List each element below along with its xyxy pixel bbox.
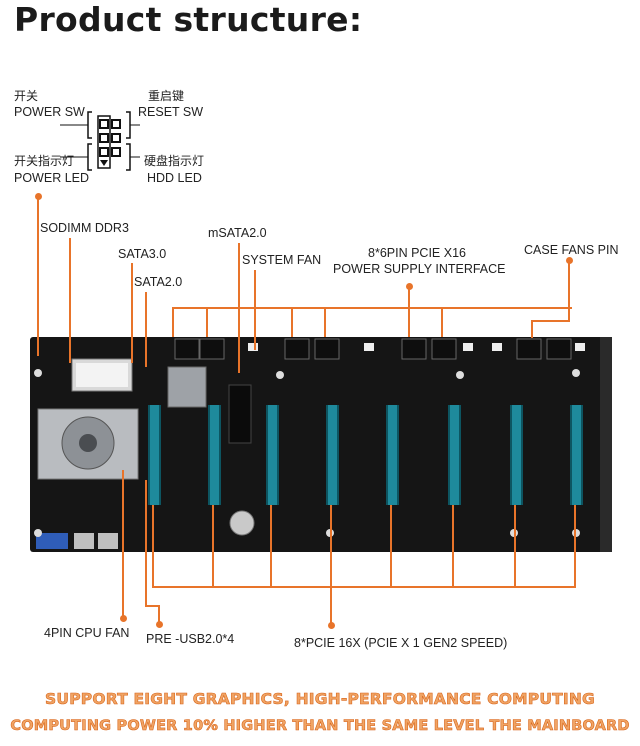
leader-line xyxy=(574,505,576,587)
pcie-slots-label: 8*PCIE 16X (PCIE X 1 GEN2 SPEED) xyxy=(294,636,508,650)
power-sw-cn-label: 开关 xyxy=(14,89,39,103)
page-title: Product structure: xyxy=(14,0,363,39)
leader-line xyxy=(172,307,572,309)
pcie-slot xyxy=(326,405,339,505)
hdd-led-label: HDD LED xyxy=(147,171,202,185)
power-led-cn-label: 开关指示灯 xyxy=(14,154,75,168)
hdd-led-cn-label: 硬盘指示灯 xyxy=(144,154,205,168)
usb-label: PRE -USB2.0*4 xyxy=(146,632,235,646)
leader-line xyxy=(531,320,570,322)
leader-line xyxy=(324,307,326,337)
leader-line xyxy=(291,307,293,337)
leader-dot xyxy=(406,283,413,290)
pcie-slot xyxy=(266,405,279,505)
pcie-slot xyxy=(208,405,221,505)
sodimm-label: SODIMM DDR3 xyxy=(40,221,129,235)
system-fan-label: SYSTEM FAN xyxy=(242,253,322,267)
leader-line xyxy=(69,238,71,363)
leader-dot xyxy=(328,622,335,629)
leader-line xyxy=(152,505,154,587)
leader-line xyxy=(568,260,570,320)
cpu-fan-label: 4PIN CPU FAN xyxy=(44,626,130,640)
msata-label: mSATA2.0 xyxy=(208,226,267,240)
power-sw-label: POWER SW xyxy=(14,105,85,119)
motherboard-details xyxy=(34,337,612,552)
front-panel-header-diagram xyxy=(60,111,140,171)
banner-line-2: COMPUTING POWER 10% HIGHER THAN THE SAME… xyxy=(10,718,630,735)
leader-line xyxy=(206,307,208,337)
leader-line xyxy=(145,480,147,606)
case-fans-label: CASE FANS PIN xyxy=(524,243,619,257)
leader-dot xyxy=(120,615,127,622)
reset-sw-cn-label: 重启键 xyxy=(148,89,185,103)
leader-line xyxy=(254,270,256,350)
leader-dot xyxy=(156,621,163,628)
leader-line xyxy=(390,505,392,587)
leader-line xyxy=(158,605,160,625)
leader-line xyxy=(330,505,332,625)
leader-line xyxy=(531,320,533,338)
pcie-power-label-1: 8*6PIN PCIE X16 xyxy=(368,246,466,260)
power-led-label: POWER LED xyxy=(14,171,90,185)
leader-line xyxy=(152,586,576,588)
pcie-slot xyxy=(148,405,161,505)
pcie-power-label-2: POWER SUPPLY INTERFACE xyxy=(333,262,506,276)
leader-dot xyxy=(35,193,42,200)
banner-line-1: SUPPORT EIGHT GRAPHICS, HIGH-PERFORMANCE… xyxy=(45,690,595,709)
pcie-slot xyxy=(570,405,583,505)
leader-line xyxy=(131,263,133,363)
leader-line xyxy=(408,286,410,308)
pcie-slot xyxy=(386,405,399,505)
leader-dot xyxy=(566,257,573,264)
leader-line xyxy=(270,505,272,587)
pcie-slot xyxy=(510,405,523,505)
sata3-label: SATA3.0 xyxy=(118,247,167,261)
sata2-label: SATA2.0 xyxy=(134,275,183,289)
leader-line xyxy=(212,505,214,587)
leader-line xyxy=(37,196,39,356)
leader-line xyxy=(122,470,124,620)
leader-line xyxy=(172,307,174,337)
reset-sw-label: RESET SW xyxy=(138,105,204,119)
leader-line xyxy=(441,307,443,337)
leader-line xyxy=(452,505,454,587)
leader-line xyxy=(514,505,516,587)
leader-line xyxy=(408,307,410,337)
pcie-slot xyxy=(448,405,461,505)
leader-line xyxy=(145,605,159,607)
leader-line xyxy=(145,292,147,367)
